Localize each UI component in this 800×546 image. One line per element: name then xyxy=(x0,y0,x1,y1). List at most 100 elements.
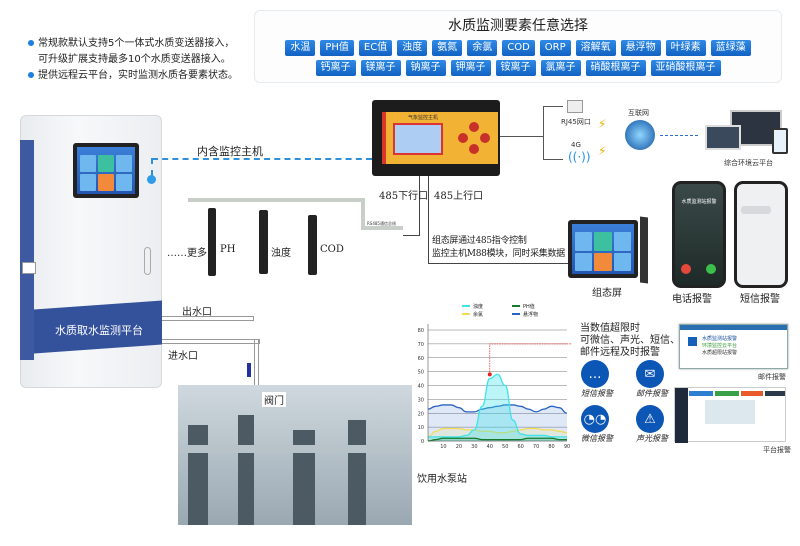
rj45-port-icon xyxy=(567,100,583,113)
host-link-line xyxy=(151,158,153,176)
mail-alarm-label: 邮件报警 xyxy=(758,373,786,381)
parameter-tag[interactable]: 铵离子 xyxy=(495,60,536,76)
inlet-pipe xyxy=(254,339,259,389)
legend-label: 余氯 xyxy=(473,311,483,318)
mail-body: 水质超限站报警 xyxy=(702,350,738,356)
parameter-tag[interactable]: 硝酸根离子 xyxy=(585,60,646,76)
inlet-pipe xyxy=(162,339,260,344)
hmi-label: 组态屏 xyxy=(592,288,622,299)
cabinet-touchscreen xyxy=(73,143,139,198)
parameter-tag[interactable]: 悬浮物 xyxy=(620,40,661,56)
controller-name: 气象监控主机 xyxy=(408,115,439,121)
y-tick-label: 60 xyxy=(418,356,424,362)
parameter-tag[interactable]: COD xyxy=(502,40,535,56)
feature-item: 提供远程云平台，实时监测水质各要素状态。 xyxy=(28,68,238,84)
network-line xyxy=(543,106,563,160)
left-button[interactable] xyxy=(458,133,468,143)
parameter-tag[interactable]: 氨氮 xyxy=(432,40,463,56)
hmi-touchscreen xyxy=(568,220,638,278)
parameter-tag[interactable]: 浊度 xyxy=(397,40,428,56)
x-tick-label: 30 xyxy=(471,444,477,450)
parameter-tag[interactable]: 蓝绿藻 xyxy=(710,40,751,56)
controller-buttons xyxy=(458,122,490,154)
legend-label: PH值 xyxy=(523,303,535,310)
message-icon: … xyxy=(581,360,609,388)
mail-app-icon xyxy=(688,337,697,346)
parameter-tag[interactable]: PH值 xyxy=(320,40,354,56)
accept-button[interactable] xyxy=(706,264,716,274)
parameter-tag[interactable]: 钾离子 xyxy=(450,60,491,76)
y-tick-label: 20 xyxy=(418,411,424,417)
host-link-line xyxy=(152,158,372,160)
hmi-description: 组态屏通过485指令控制 xyxy=(432,236,527,246)
parameter-tag[interactable]: 溶解氧 xyxy=(575,40,616,56)
alarm-callout-line xyxy=(489,343,572,375)
parameter-tag[interactable]: 余氯 xyxy=(467,40,498,56)
sms-alarm: …短信报警 xyxy=(581,360,636,399)
alarm-text: 当数值超限时 可微信、声光、短信、 邮件远程及时报警 xyxy=(580,323,680,359)
x-tick-label: 60 xyxy=(517,444,523,450)
parameter-tag[interactable]: 钠离子 xyxy=(405,60,446,76)
right-button[interactable] xyxy=(480,133,490,143)
controller-lcd xyxy=(393,123,443,155)
cloud-link-line xyxy=(660,135,698,136)
mail-icon: ✉ xyxy=(636,360,664,388)
host-label: 内含监控主机 xyxy=(197,145,263,158)
call-caller: 水质监测站报警 xyxy=(681,199,717,205)
down-button[interactable] xyxy=(469,144,479,154)
pump-station-photo xyxy=(178,385,412,525)
parameter-tag[interactable]: 氯离子 xyxy=(540,60,581,76)
parameter-tag[interactable]: 钙离子 xyxy=(315,60,356,76)
x-tick-label: 70 xyxy=(533,444,539,450)
ph-label: PH xyxy=(220,244,236,255)
platform-alarm-label: 平台报警 xyxy=(763,446,791,454)
sms-bubble xyxy=(741,206,771,214)
up-button[interactable] xyxy=(469,122,479,132)
up485-label: 485上行口 xyxy=(434,191,484,202)
turbidity-label: 浊度 xyxy=(271,248,291,259)
rs485-down-line xyxy=(403,235,420,236)
alarm-channel-label: 声光报警 xyxy=(636,434,668,443)
outlet-label: 出水口 xyxy=(182,307,212,318)
parameter-tag[interactable]: 亚硝酸根离子 xyxy=(650,60,721,76)
series-line-3 xyxy=(427,404,568,414)
alarm-line: 可微信、声光、短信、 xyxy=(580,335,680,346)
email-alarm: ✉邮件报警 xyxy=(636,360,691,399)
turbidity-sensor xyxy=(259,210,268,274)
alarm-channel-label: 短信报警 xyxy=(581,389,613,398)
cod-sensor xyxy=(308,215,317,275)
platform-alarm-screenshot xyxy=(674,387,786,443)
lightning-icon: ⚡ xyxy=(598,117,607,131)
phone-call-screen: 水质监测站报警 xyxy=(672,181,726,288)
cloud-platform-label: 综合环境云平台 xyxy=(724,159,773,167)
decline-button[interactable] xyxy=(681,264,691,274)
cod-label: COD xyxy=(320,244,344,255)
feature-text: 常规款默认支持5个一体式水质变送器接入， xyxy=(38,38,235,49)
y-tick-label: 10 xyxy=(418,425,424,431)
down485-label: 485下行口 xyxy=(379,191,429,202)
parameter-tag[interactable]: 水温 xyxy=(285,40,316,56)
alarm-channel-label: 邮件报警 xyxy=(636,389,668,398)
parameter-tag[interactable]: ORP xyxy=(539,40,571,56)
email-alarm-popup: 水质监测站报警 环境监控云平台 水质超限站报警 xyxy=(679,324,788,369)
selector-title: 水质监测要素任意选择 xyxy=(448,18,588,34)
y-tick-label: 0 xyxy=(421,439,424,445)
globe-icon xyxy=(625,120,655,150)
light-alarm: ⚠声光报警 xyxy=(636,405,691,444)
rs485-bus xyxy=(361,198,365,228)
host-link-dot xyxy=(147,175,156,184)
cabinet-handle xyxy=(144,247,151,275)
parameter-tag[interactable]: EC值 xyxy=(358,40,393,56)
alarm-channel-label: 微信报警 xyxy=(581,434,613,443)
alarm-line: 邮件远程及时报警 xyxy=(580,347,660,358)
more-sensors-label: ……更多 xyxy=(167,248,207,259)
y-tick-label: 40 xyxy=(418,384,424,390)
feature-item: 常规款默认支持5个一体式水质变送器接入， xyxy=(28,36,238,52)
parameter-tag[interactable]: 叶绿素 xyxy=(665,40,706,56)
inlet-label: 进水口 xyxy=(168,351,198,362)
rs485-label: RS485通信总线 xyxy=(367,221,396,226)
mail-subtitle: 环境监控云平台 xyxy=(702,343,738,349)
wechat-icon: ◔◔ xyxy=(581,405,609,433)
feature-text: 可升级扩展支持最多10个水质变送器接入。 xyxy=(38,54,231,65)
parameter-tag[interactable]: 镁离子 xyxy=(360,60,401,76)
